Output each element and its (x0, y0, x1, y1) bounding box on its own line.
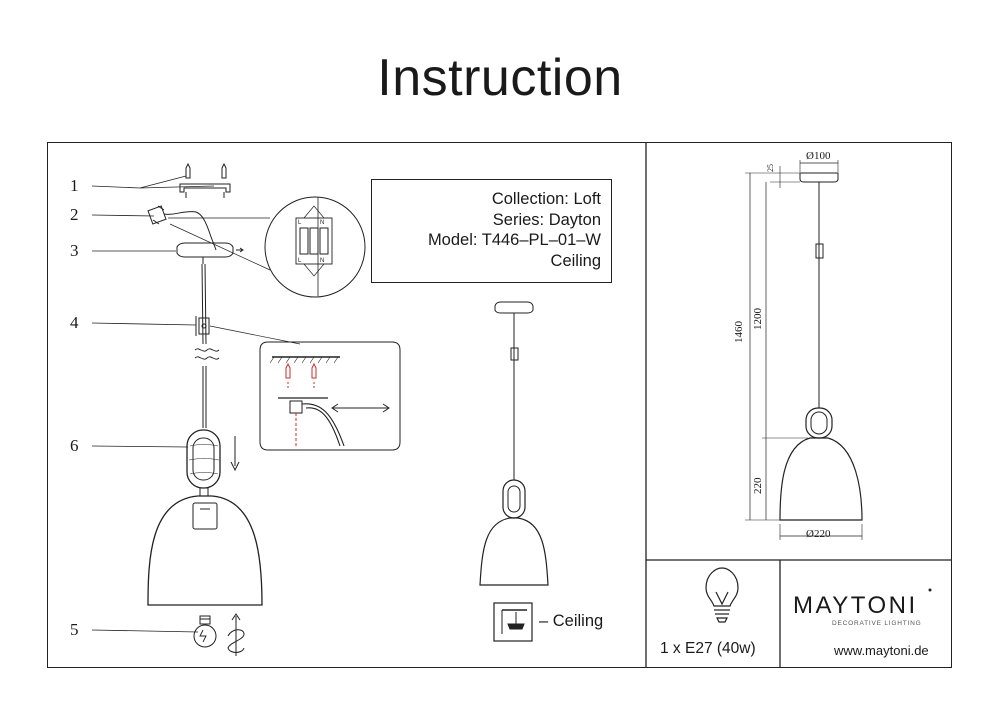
callout-6: 6 (70, 436, 79, 455)
dimension-drawing (745, 160, 863, 540)
mounting-screws-icon (179, 162, 231, 198)
terminal-block-icon (147, 205, 217, 251)
cord-grip-detail (209, 325, 401, 451)
ceiling-mount-icon (493, 602, 533, 642)
svg-text:L: L (298, 220, 302, 226)
oval-ring-icon (186, 429, 240, 489)
mount-label: Ceiling (550, 251, 601, 270)
dim-canopy-diameter: Ø100 (806, 150, 831, 162)
svg-text:L: L (298, 258, 302, 264)
brand-website: www.maytoni.de (834, 643, 929, 658)
collection-label: Collection: Loft (491, 190, 601, 208)
dim-cord-length: 1200 (752, 308, 764, 330)
callout-5: 5 (70, 620, 79, 639)
lamp-shade-drawing (147, 487, 263, 606)
dim-total-height: 1460 (733, 321, 745, 343)
series-label: Series: Dayton (492, 210, 601, 229)
brand-logo: MAYTONI (793, 592, 918, 619)
product-info-box: Collection: Loft Series: Dayton Model: T… (371, 179, 612, 283)
callout-leaders (91, 175, 215, 633)
svg-text:N: N (320, 258, 324, 264)
callout-4: 4 (70, 313, 79, 332)
callout-1: 1 (70, 176, 79, 195)
dim-canopy-height: 25 (766, 164, 775, 172)
callout-2: 2 (70, 205, 79, 224)
cord-grip-icon (195, 316, 210, 336)
instruction-frame (47, 142, 952, 668)
canopy-icon (176, 242, 244, 264)
page-title: Instruction (377, 49, 623, 107)
brand-logo-accent (928, 588, 932, 592)
svg-text:N: N (320, 220, 324, 226)
brand-tagline: DECORATIVE LIGHTING (832, 620, 922, 627)
model-label: Model: T446–PL–01–W (427, 231, 601, 249)
light-bulb-icon (705, 567, 739, 623)
dim-shade-diameter: Ø220 (806, 528, 831, 540)
bulb-spec-label: 1 x E27 (40w) (660, 640, 756, 657)
suspension-cable (194, 263, 220, 428)
callout-3: 3 (70, 241, 79, 260)
wiring-detail-magnifier: L N L N (168, 196, 366, 298)
bulb-install-icon (193, 613, 245, 656)
lamp-front-view (479, 301, 549, 586)
ceiling-legend-label: – Ceiling (539, 612, 604, 630)
dim-shade-height: 220 (752, 477, 764, 495)
